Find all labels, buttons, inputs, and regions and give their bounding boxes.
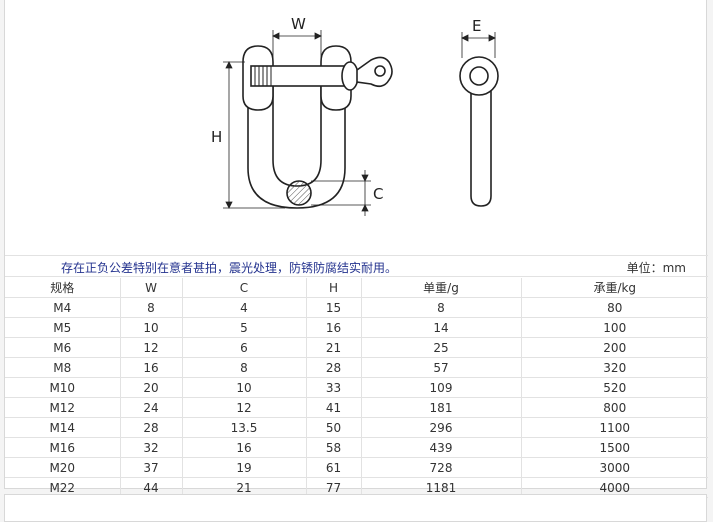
col-header-w: W xyxy=(120,278,183,298)
table-cell: 439 xyxy=(361,437,522,458)
table-cell: 61 xyxy=(306,457,362,478)
table-cell: 37 xyxy=(120,457,183,478)
table-cell: 109 xyxy=(361,377,522,398)
table-cell: 25 xyxy=(361,337,522,358)
table-cell: 100 xyxy=(521,317,708,338)
product-spec-card: W H C E 存在正负公差特别在意者甚拍，震光处理，防锈防腐结实耐用。 单位：… xyxy=(4,0,708,498)
table-cell: 77 xyxy=(306,477,362,498)
table-cell: 14 xyxy=(361,317,522,338)
table-cell: 20 xyxy=(120,377,183,398)
col-header-weight: 单重/g xyxy=(361,278,522,298)
table-cell: 41 xyxy=(306,397,362,418)
table-cell: 32 xyxy=(120,437,183,458)
table-cell: 10 xyxy=(120,317,183,338)
table-cell: M16 xyxy=(5,437,121,458)
col-header-spec: 规格 xyxy=(5,278,121,298)
table-cell: M20 xyxy=(5,457,121,478)
table-cell: 21 xyxy=(306,337,362,358)
table-cell: 200 xyxy=(521,337,708,358)
table-cell: 19 xyxy=(182,457,307,478)
table-cell: M6 xyxy=(5,337,121,358)
label-w: W xyxy=(291,15,306,33)
table-cell: 181 xyxy=(361,397,522,418)
table-cell: M14 xyxy=(5,417,121,438)
bottom-panel xyxy=(4,494,707,522)
table-cell: 16 xyxy=(306,317,362,338)
table-cell: M5 xyxy=(5,317,121,338)
note-text: 存在正负公差特别在意者甚拍，震光处理，防锈防腐结实耐用。 xyxy=(61,261,398,275)
table-cell: 1500 xyxy=(521,437,708,458)
table-cell: M8 xyxy=(5,357,121,378)
table-header-row: 规格 W C H 单重/g 承重/kg xyxy=(5,278,708,298)
label-h: H xyxy=(211,128,222,146)
table-cell: 16 xyxy=(182,437,307,458)
table-cell: M12 xyxy=(5,397,121,418)
table-cell: 80 xyxy=(521,297,708,318)
label-c: C xyxy=(373,185,383,203)
table-cell: M10 xyxy=(5,377,121,398)
label-e: E xyxy=(472,17,481,35)
table-cell: 520 xyxy=(521,377,708,398)
col-header-h: H xyxy=(306,278,362,298)
table-cell: 6 xyxy=(182,337,307,358)
dimension-lines xyxy=(223,30,496,216)
table-cell: 50 xyxy=(306,417,362,438)
table-cell: 1100 xyxy=(521,417,708,438)
table-cell: 33 xyxy=(306,377,362,398)
table-cell: 320 xyxy=(521,357,708,378)
table-cell: 8 xyxy=(120,297,183,318)
table-cell: 13.5 xyxy=(182,417,307,438)
shackle-side-view xyxy=(459,56,499,207)
note-row: 存在正负公差特别在意者甚拍，震光处理，防锈防腐结实耐用。 单位：mm xyxy=(5,255,708,277)
table-cell: 28 xyxy=(120,417,183,438)
col-header-load: 承重/kg xyxy=(521,278,708,298)
table-cell: 28 xyxy=(306,357,362,378)
table-cell: 44 xyxy=(120,477,183,498)
table-cell: 10 xyxy=(182,377,307,398)
table-cell: 15 xyxy=(306,297,362,318)
table-cell: 4 xyxy=(182,297,307,318)
table-cell: 8 xyxy=(182,357,307,378)
table-cell: 12 xyxy=(182,397,307,418)
table-cell: 8 xyxy=(361,297,522,318)
table-cell: 728 xyxy=(361,457,522,478)
shackle-diagram: W H C E xyxy=(211,15,499,216)
table-cell: 5 xyxy=(182,317,307,338)
table-cell: 24 xyxy=(120,397,183,418)
table-cell: 58 xyxy=(306,437,362,458)
table-cell: M4 xyxy=(5,297,121,318)
table-cell: 3000 xyxy=(521,457,708,478)
shackle-front-view xyxy=(242,45,393,209)
col-header-c: C xyxy=(182,278,307,298)
table-cell: 296 xyxy=(361,417,522,438)
table-cell: 16 xyxy=(120,357,183,378)
table-cell: 800 xyxy=(521,397,708,418)
unit-label: 单位：mm xyxy=(626,261,686,275)
table-cell: 12 xyxy=(120,337,183,358)
table-cell: 57 xyxy=(361,357,522,378)
